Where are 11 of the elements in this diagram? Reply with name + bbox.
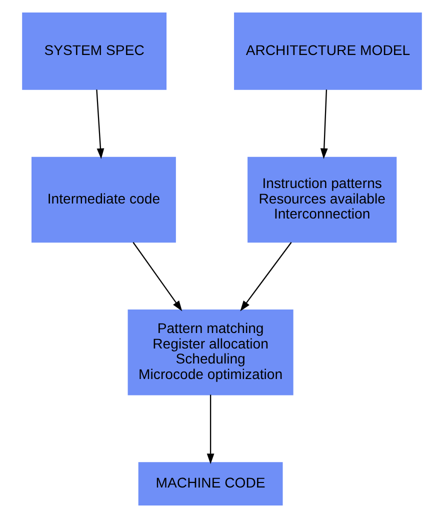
arrow bbox=[132, 242, 182, 312]
node-box: Instruction patterns Resources available Interconnection bbox=[248, 156, 397, 243]
arrow bbox=[206, 394, 214, 464]
arrow bbox=[96, 90, 104, 159]
arrow bbox=[240, 242, 292, 312]
node-box: Pattern matching Register allocation Scheduling Microcode optimization bbox=[128, 309, 294, 396]
node-box: SYSTEM SPEC bbox=[22, 12, 167, 90]
node-box: MACHINE CODE bbox=[138, 462, 283, 506]
arrow bbox=[320, 90, 328, 159]
node-box: ARCHITECTURE MODEL bbox=[234, 12, 422, 90]
node-box: Intermediate code bbox=[32, 156, 176, 243]
